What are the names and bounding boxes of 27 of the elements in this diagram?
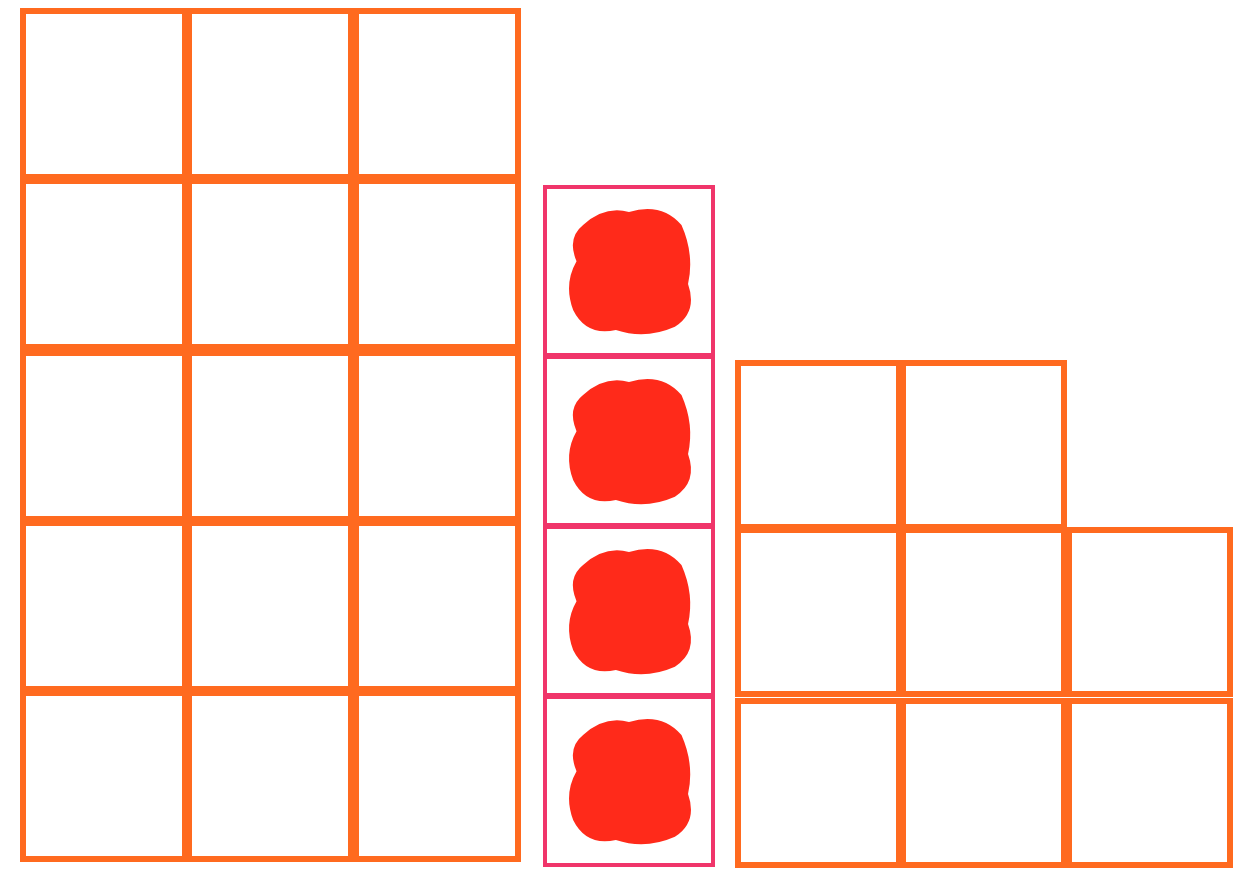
grid-square <box>186 690 354 862</box>
grid-square <box>20 178 188 350</box>
grid-square <box>186 350 354 522</box>
grid-square <box>20 8 188 180</box>
grid-square <box>353 178 521 350</box>
grid-square <box>186 8 354 180</box>
grid-square <box>20 350 188 522</box>
shaded-square <box>543 525 715 697</box>
shaded-square <box>543 695 715 867</box>
grid-square <box>186 520 354 692</box>
shaded-square <box>543 355 715 527</box>
grid-square <box>900 698 1067 868</box>
grid-square <box>353 350 521 522</box>
grid-square <box>186 178 354 350</box>
grid-square <box>20 690 188 862</box>
grid-square <box>735 360 902 530</box>
grid-square <box>900 527 1067 697</box>
grid-square <box>900 360 1067 530</box>
grid-square <box>735 698 902 868</box>
grid-square <box>1066 698 1233 868</box>
grid-square <box>20 520 188 692</box>
grid-square <box>735 527 902 697</box>
grid-square <box>353 520 521 692</box>
grid-square <box>353 690 521 862</box>
grid-square <box>1066 527 1233 697</box>
shaded-square <box>543 185 715 357</box>
grid-square <box>353 8 521 180</box>
